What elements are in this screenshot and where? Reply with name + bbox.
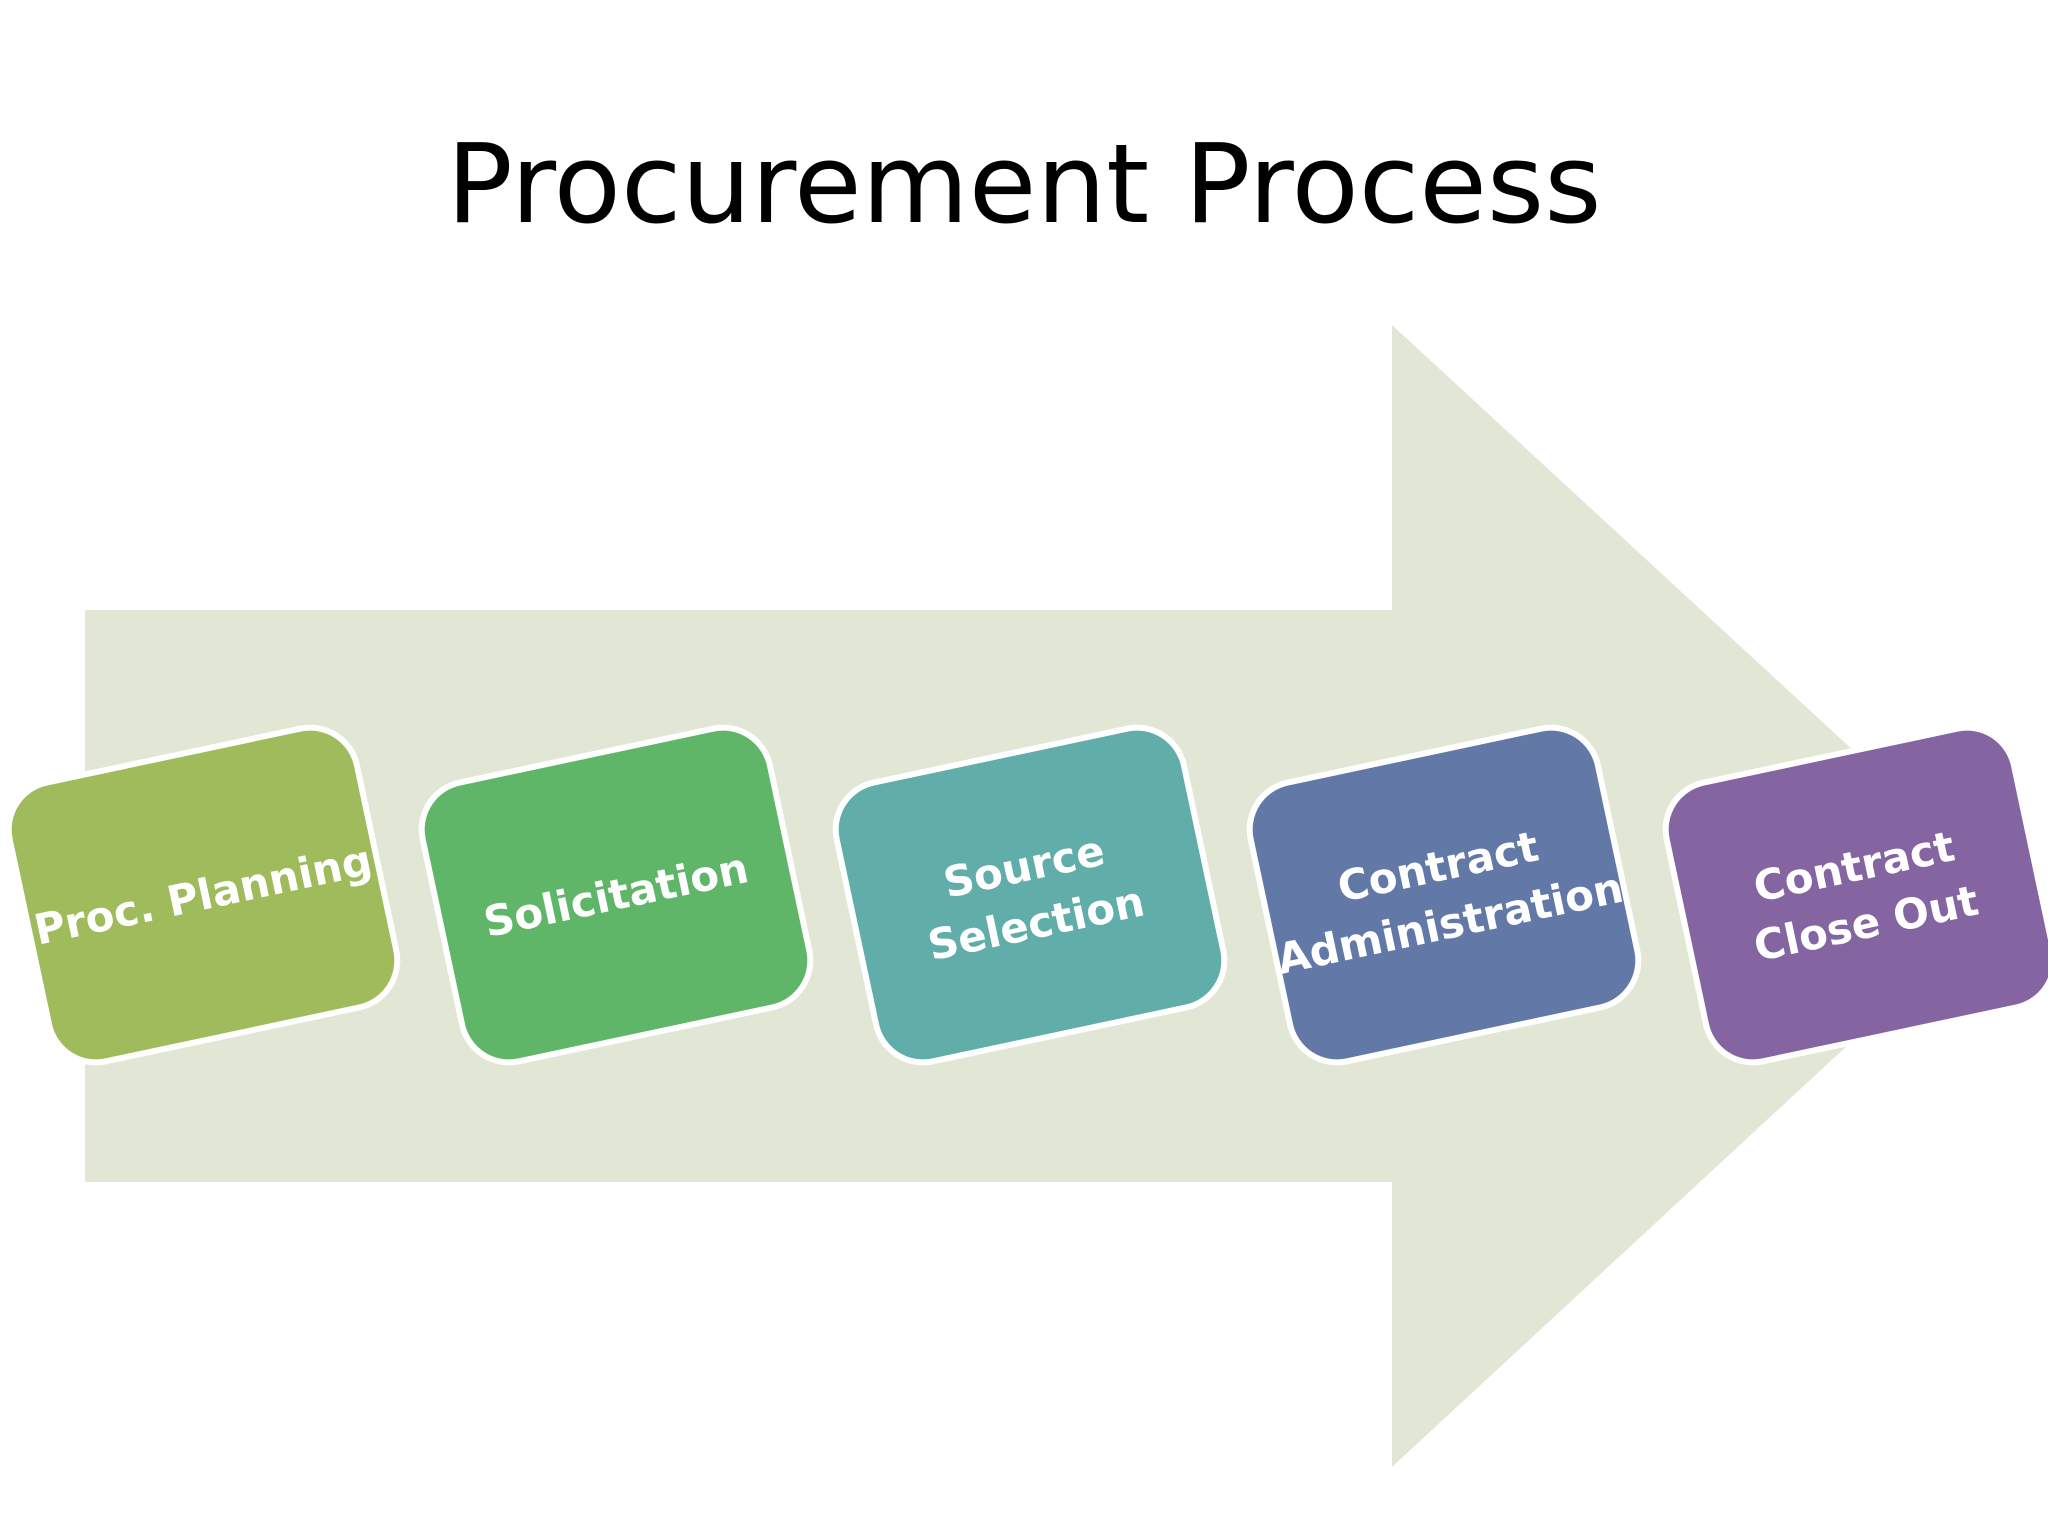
- process-step-2: Solicitation: [418, 724, 814, 1066]
- process-step-box: [832, 724, 1228, 1066]
- process-step-1: Proc. Planning: [5, 724, 401, 1066]
- process-step-box: [5, 724, 401, 1066]
- slide-title: Procurement Process: [446, 120, 1602, 248]
- process-step-box: [1662, 724, 2048, 1066]
- process-step-box: [418, 724, 814, 1066]
- process-step-box: [1246, 724, 1642, 1066]
